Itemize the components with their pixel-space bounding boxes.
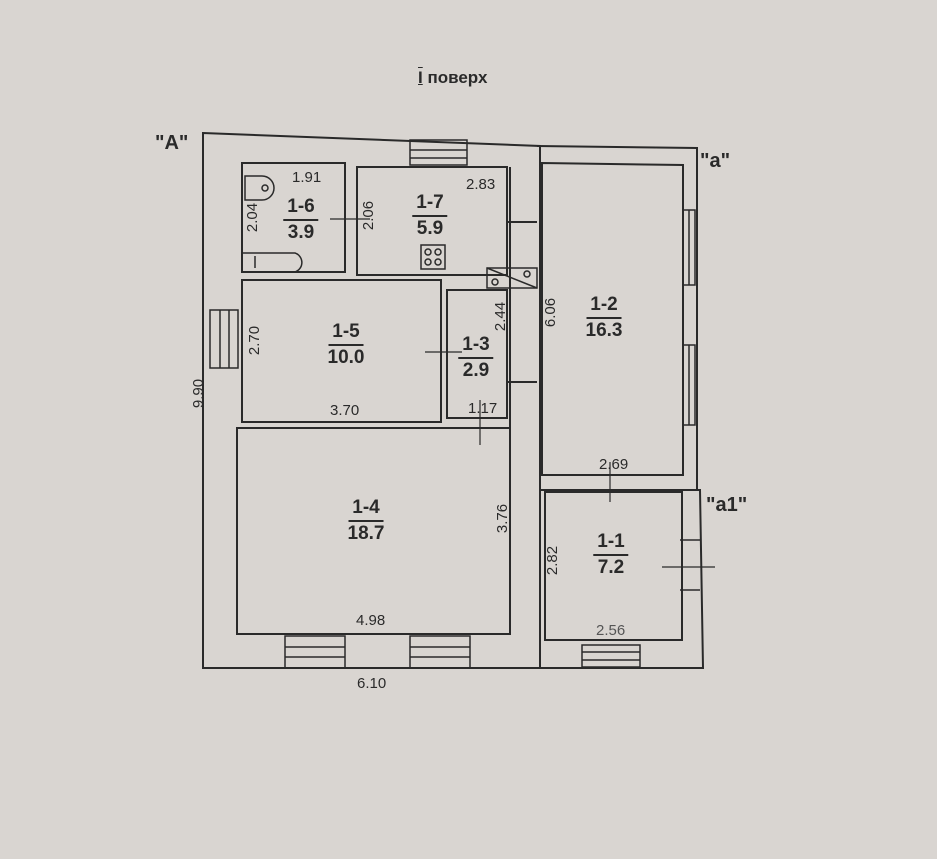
window-left bbox=[209, 309, 239, 369]
stove-icon bbox=[420, 244, 446, 270]
toilet-icon bbox=[244, 175, 275, 201]
dim-2-06: 2.06 bbox=[360, 200, 378, 231]
dim-3-70: 3.70 bbox=[330, 402, 360, 419]
bathtub-icon bbox=[242, 252, 303, 273]
dim-1-17: 1.17 bbox=[468, 400, 498, 417]
dim-6-10: 6.10 bbox=[357, 675, 387, 692]
dim-2-69: 2.69 bbox=[599, 456, 629, 473]
boiler-icon bbox=[486, 267, 538, 289]
floor-title: I поверх bbox=[418, 68, 488, 87]
label-a: "a" bbox=[700, 150, 731, 172]
dim-4-98: 4.98 bbox=[356, 612, 386, 629]
label-A: "A" bbox=[155, 132, 189, 154]
door-marks bbox=[330, 218, 715, 568]
dim-3-76: 3.76 bbox=[494, 503, 512, 534]
dim-2-04: 2.04 bbox=[244, 202, 262, 233]
window-bottom-2 bbox=[409, 635, 471, 669]
inner-wall-right bbox=[507, 167, 537, 634]
inner-wall-annex-a1 bbox=[544, 491, 683, 641]
dim-2-56: 2.56 bbox=[596, 622, 626, 639]
dim-2-44: 2.44 bbox=[492, 301, 510, 332]
dim-2-83: 2.83 bbox=[466, 176, 496, 193]
dim-6-06: 6.06 bbox=[542, 297, 560, 328]
room-1-6-outline bbox=[241, 162, 346, 273]
outer-wall-annex-a1 bbox=[540, 489, 705, 669]
dim-2-82: 2.82 bbox=[544, 545, 562, 576]
label-a1: "a1" bbox=[706, 494, 748, 516]
inner-wall-annex-a bbox=[541, 161, 684, 476]
stairs-top bbox=[409, 139, 468, 166]
window-right-1 bbox=[682, 209, 696, 286]
dim-9-90: 9.90 bbox=[190, 378, 208, 409]
dim-2-70: 2.70 bbox=[246, 325, 264, 356]
dim-1-91: 1.91 bbox=[292, 169, 322, 186]
window-right-2 bbox=[682, 344, 696, 426]
window-bottom-1 bbox=[284, 635, 346, 669]
window-a1 bbox=[680, 539, 700, 591]
stairs-a1 bbox=[581, 644, 641, 668]
room-1-3-outline bbox=[446, 289, 508, 419]
room-1-5-outline bbox=[241, 279, 442, 423]
